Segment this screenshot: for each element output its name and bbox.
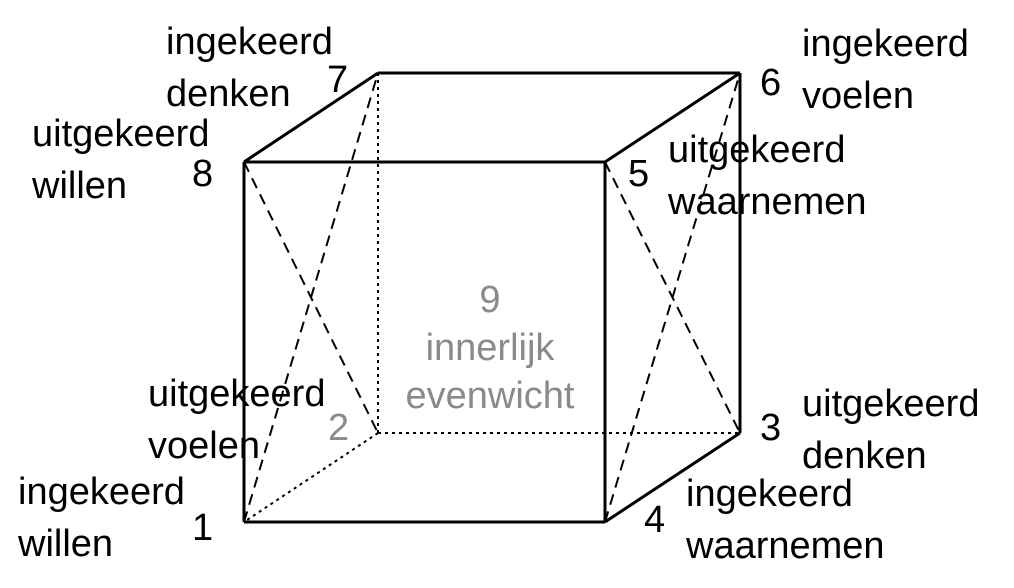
vertex-label-7: ingekeerd denken bbox=[166, 16, 333, 120]
vertex-label-6: ingekeerd voelen bbox=[802, 18, 969, 122]
vertex-number-8: 8 bbox=[192, 153, 214, 195]
edge-6-5 bbox=[604, 71, 741, 164]
vertex-number-1: 1 bbox=[192, 507, 214, 549]
vertex-number-7: 7 bbox=[327, 59, 349, 101]
vertex-label-6-line2: voelen bbox=[802, 75, 914, 117]
vertex-number-2: 2 bbox=[328, 407, 350, 449]
vertex-label-4-line1: ingekeerd bbox=[686, 473, 853, 515]
vertex-label-4-line2: waarnemen bbox=[686, 525, 885, 567]
vertex-label-3-line1: uitgekeerd bbox=[802, 383, 980, 425]
vertex-label-5-line1: uitgekeerd bbox=[668, 129, 846, 171]
vertex-number-4: 4 bbox=[644, 499, 666, 541]
center-line1: innerlijk bbox=[425, 327, 555, 369]
vertex-label-8-line1: uitgekeerd bbox=[32, 113, 210, 155]
vertex-label-2-line2: voelen bbox=[148, 425, 260, 467]
diagonal-4-6 bbox=[604, 72, 741, 523]
vertex-label-8-line2: willen bbox=[32, 165, 128, 207]
vertex-label-2-line1: uitgekeerd bbox=[148, 373, 326, 415]
vertex-label-7-line2: denken bbox=[166, 73, 291, 115]
vertex-label-1-line1: ingekeerd bbox=[18, 471, 185, 513]
hidden-edge-2-1 bbox=[243, 432, 379, 523]
edge-3-4 bbox=[604, 431, 741, 524]
vertex-label-5-line2: waarnemen bbox=[668, 181, 867, 223]
vertex-label-8: uitgekeerd willen bbox=[32, 108, 209, 212]
vertex-label-5: uitgekeerd waarnemen bbox=[668, 124, 867, 228]
center-number: 9 bbox=[479, 279, 501, 321]
vertex-label-3: uitgekeerd denken bbox=[802, 378, 979, 482]
vertex-label-7-line1: ingekeerd bbox=[166, 21, 333, 63]
diagonal-1-7 bbox=[243, 72, 379, 523]
vertex-label-1-line2: willen bbox=[18, 523, 114, 565]
vertex-label-4: ingekeerd waarnemen bbox=[686, 468, 885, 572]
vertex-number-6: 6 bbox=[760, 62, 782, 104]
center-label: 9 innerlijk evenwicht bbox=[390, 276, 590, 420]
vertex-label-6-line1: ingekeerd bbox=[802, 23, 969, 65]
vertex-label-3-line2: denken bbox=[802, 435, 927, 477]
center-line2: evenwicht bbox=[405, 375, 575, 417]
vertex-label-1: ingekeerd willen bbox=[18, 466, 185, 570]
vertex-label-2: uitgekeerd voelen bbox=[148, 368, 325, 472]
vertex-number-5: 5 bbox=[628, 153, 650, 195]
edge-8-7 bbox=[243, 71, 379, 164]
vertex-number-3: 3 bbox=[760, 407, 782, 449]
